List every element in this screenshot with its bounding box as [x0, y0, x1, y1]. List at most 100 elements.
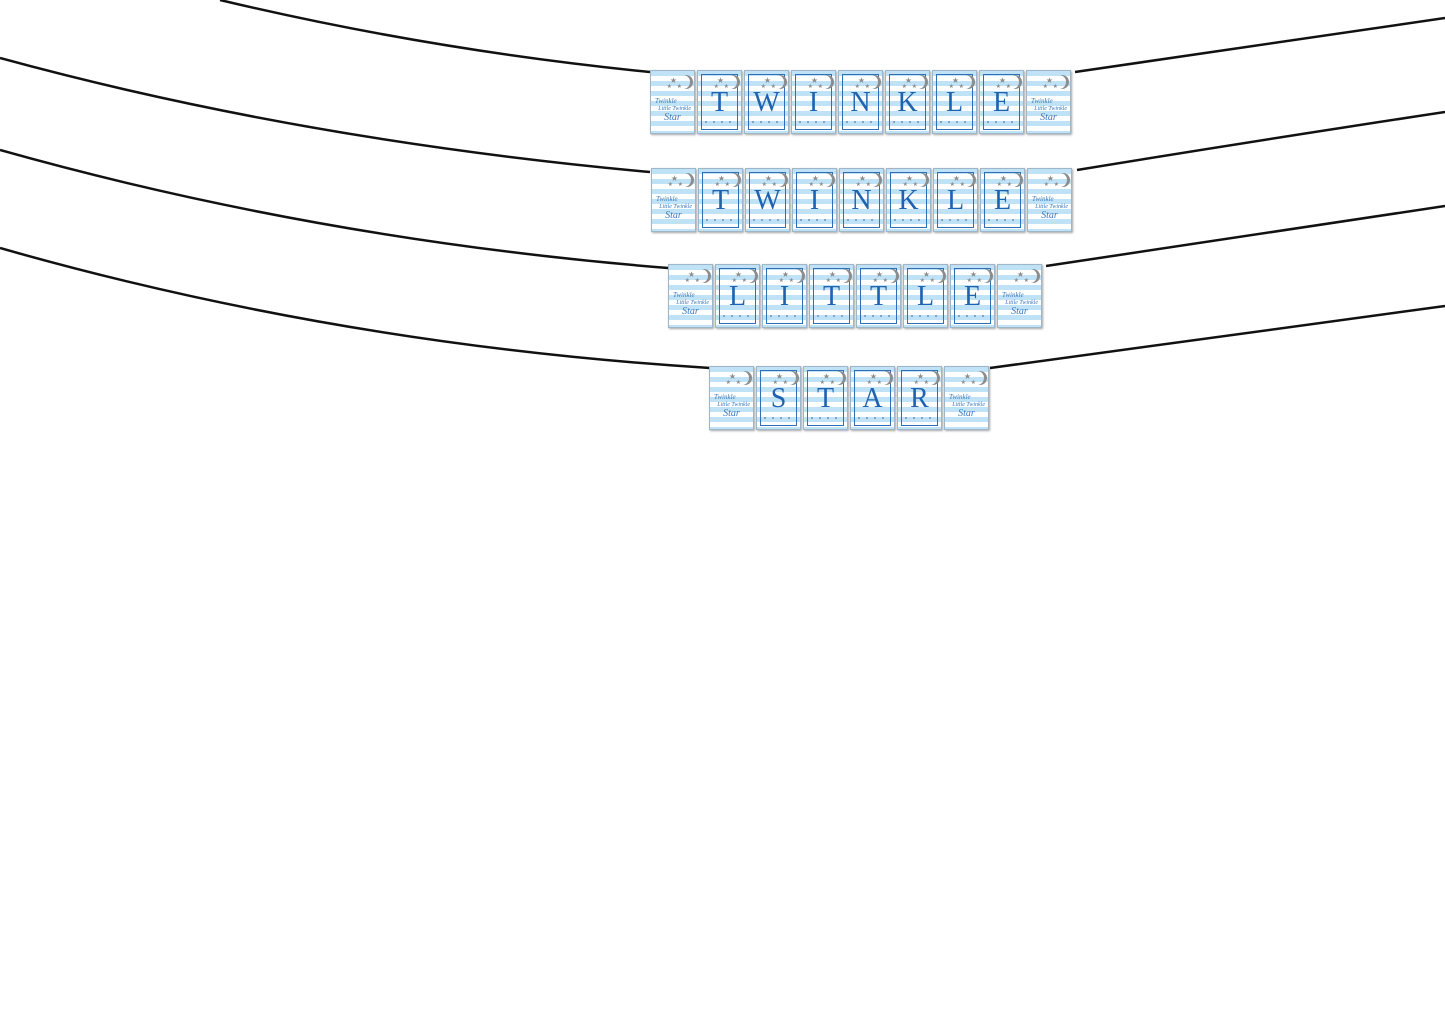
banner-letter: K	[898, 185, 919, 216]
end-flag-text-l3: Star	[1040, 112, 1057, 123]
star-icon: ★	[922, 270, 930, 279]
flag-frame	[890, 172, 927, 228]
star-icon: ★	[835, 277, 841, 284]
banner-letter-flag: ★★★T	[803, 366, 848, 430]
star-icon: ★	[807, 83, 813, 90]
flag-frame	[842, 74, 879, 130]
end-flag-text-l1: Twinkle	[714, 393, 736, 401]
star-icon: ★	[854, 83, 860, 90]
star-icon: ★	[958, 83, 964, 90]
star-icon: ★	[781, 270, 789, 279]
flag-frame	[860, 268, 897, 324]
banner-letter-flag: ★★★L	[715, 264, 760, 328]
star-icon: ★	[923, 379, 929, 386]
end-flag-text-l3: Star	[723, 408, 740, 419]
star-icon: ★	[817, 83, 823, 90]
star-icon: ★	[810, 76, 818, 85]
star-icon: ★	[1005, 83, 1011, 90]
banner-string-3-right	[1045, 204, 1445, 268]
flag-dots	[797, 216, 832, 224]
banner-letter: E	[963, 281, 982, 312]
star-icon: ★	[912, 181, 918, 188]
star-icon: ★	[828, 270, 836, 279]
star-icon: ★	[778, 277, 784, 284]
banner-letter: N	[851, 185, 872, 216]
star-icon: ★	[677, 181, 683, 188]
flag-dots	[843, 118, 878, 126]
star-icon: ★	[687, 270, 695, 279]
banner-letter-flag: ★★★T	[698, 168, 743, 232]
flag-frame	[702, 172, 739, 228]
banner-letter-flag: ★★★K	[886, 168, 931, 232]
flag-dots	[891, 216, 926, 224]
flag-frame	[796, 172, 833, 228]
banner-string-1	[219, 0, 651, 74]
star-icon: ★	[959, 181, 965, 188]
banner-string-2-right	[1076, 110, 1445, 172]
flag-frame	[795, 74, 832, 130]
end-flag-text-l3: Star	[1041, 210, 1058, 221]
banner-letter-flag: ★★★E	[950, 264, 995, 328]
star-icon: ★	[782, 379, 788, 386]
star-icon: ★	[952, 174, 960, 183]
banner-letter: S	[770, 383, 787, 414]
star-icon: ★	[723, 83, 729, 90]
star-icon: ★	[858, 174, 866, 183]
banner-letter: W	[753, 87, 780, 118]
star-icon: ★	[760, 83, 766, 90]
star-icon: ★	[919, 277, 925, 284]
flag-frame	[907, 268, 944, 324]
star-icon: ★	[771, 181, 777, 188]
star-icon: ★	[1016, 270, 1024, 279]
star-icon: ★	[825, 277, 831, 284]
star-icon: ★	[999, 174, 1007, 183]
star-icon: ★	[976, 277, 982, 284]
banner-letter: I	[779, 281, 790, 312]
banner-letter: T	[822, 281, 841, 312]
star-icon: ★	[818, 181, 824, 188]
flag-frame	[749, 172, 786, 228]
star-icon: ★	[998, 76, 1006, 85]
flag-dots	[955, 312, 990, 320]
banner-letter-flag: ★★★T	[697, 70, 742, 134]
banner-string-3	[0, 148, 669, 270]
flag-frame	[807, 370, 844, 426]
star-icon: ★	[951, 76, 959, 85]
flag-dots	[749, 118, 784, 126]
banner-letter: N	[850, 87, 871, 118]
star-icon: ★	[717, 174, 725, 183]
star-icon: ★	[996, 181, 1002, 188]
star-icon: ★	[855, 181, 861, 188]
end-flag-text-l1: Twinkle	[1002, 291, 1024, 299]
star-icon: ★	[770, 83, 776, 90]
star-icon: ★	[1013, 277, 1019, 284]
end-flag-text-l2: Little Twinkle	[659, 204, 692, 210]
flag-dots	[890, 118, 925, 126]
banner-letter: L	[945, 87, 964, 118]
banner-letter: I	[808, 87, 819, 118]
star-icon: ★	[731, 277, 737, 284]
banner-letter: I	[809, 185, 820, 216]
star-icon: ★	[714, 181, 720, 188]
star-icon: ★	[667, 181, 673, 188]
end-flag-text-l1: Twinkle	[1032, 195, 1054, 203]
star-icon: ★	[1043, 181, 1049, 188]
banner-letter-flag: ★★★L	[933, 168, 978, 232]
star-icon: ★	[911, 83, 917, 90]
star-icon: ★	[741, 277, 747, 284]
flag-dots	[938, 216, 973, 224]
flag-frame	[984, 172, 1021, 228]
banner-letter-flag: ★★★I	[791, 70, 836, 134]
star-icon: ★	[902, 181, 908, 188]
flag-frame	[983, 74, 1020, 130]
banner-string-2	[0, 56, 651, 174]
star-icon: ★	[857, 76, 865, 85]
